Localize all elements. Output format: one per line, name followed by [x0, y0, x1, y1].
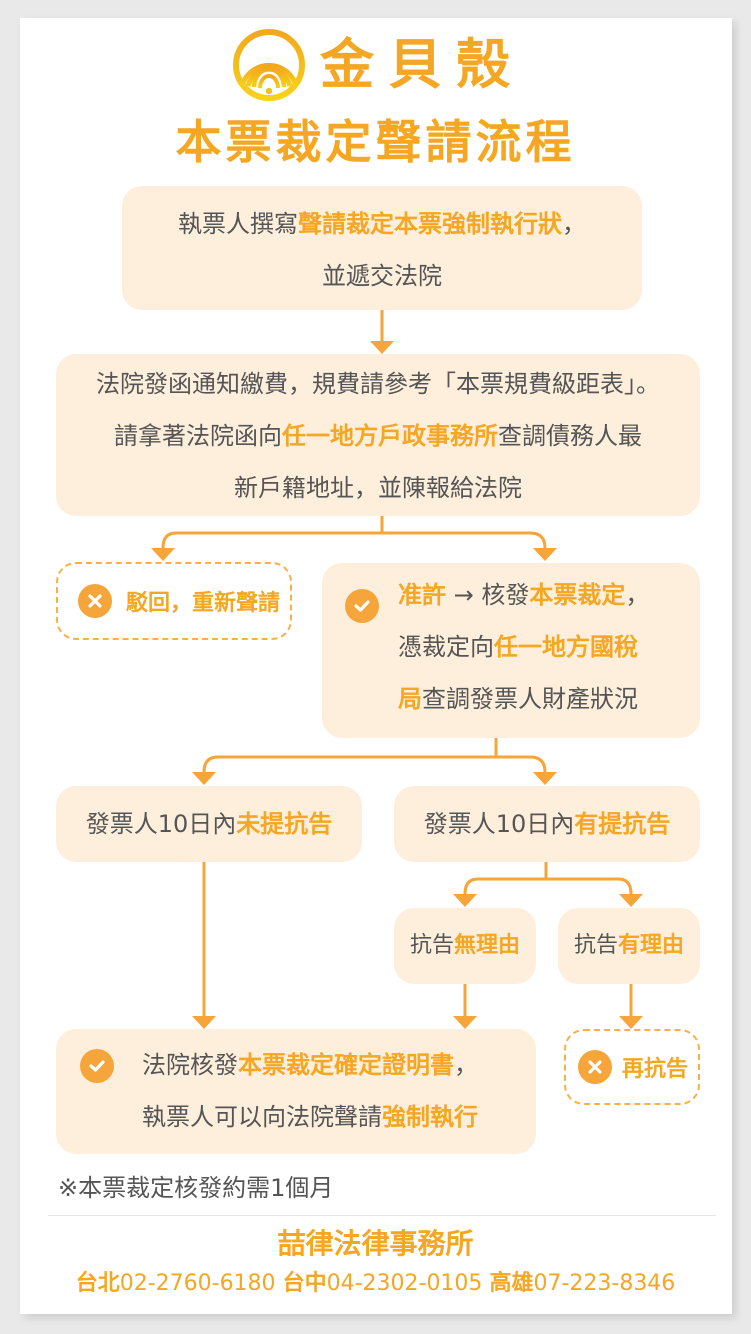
- final-comma: ，: [454, 1051, 478, 1079]
- no-appeal-text: 發票人10日內: [85, 810, 237, 838]
- contact-city: 台北: [75, 1271, 120, 1296]
- approved-line2-highlight: 任一地方國稅: [494, 633, 638, 661]
- brand-name: 金貝殼: [320, 33, 524, 96]
- appeal-highlight: 有提抗告: [574, 810, 671, 838]
- appeal-founded-text: 抗告: [573, 933, 618, 958]
- contact-kaohsiung: 高雄07-223-8346: [489, 1271, 675, 1296]
- contact-city: 高雄: [489, 1271, 534, 1296]
- appeal-unfounded-highlight: 無理由: [454, 933, 521, 958]
- shell-logo-icon: [233, 29, 305, 101]
- final-text: 法院核發: [142, 1051, 238, 1079]
- approved-comma: ，: [625, 581, 650, 609]
- contact-phone: 04-2302-0105: [326, 1271, 483, 1296]
- check-circle-icon: [80, 1049, 114, 1083]
- re-appeal-label: 再抗告: [622, 1057, 689, 1082]
- outcome-certificate: 法院核發本票裁定確定證明書， 執票人可以向法院聲請強制執行: [56, 1029, 536, 1154]
- outcome-re-appeal: 再抗告: [564, 1029, 700, 1105]
- step2-text-post: 查調債務人最: [498, 422, 642, 450]
- appeal-text: 發票人10日內: [423, 810, 575, 838]
- approved-text: → 核發: [446, 581, 530, 609]
- approved-highlight-2: 本票裁定: [529, 581, 626, 609]
- contact-list: 台北02-2760-6180 台中04-2302-0105 高雄07-223-8…: [0, 1266, 751, 1302]
- timing-note: ※本票裁定核發約需1個月: [58, 1174, 334, 1202]
- contact-phone: 02-2760-6180: [119, 1271, 276, 1296]
- contact-phone: 07-223-8346: [533, 1271, 676, 1296]
- approved-highlight: 准許: [398, 581, 446, 609]
- branch-appeal: 發票人10日內有提抗告: [394, 786, 700, 862]
- x-circle-icon: [78, 584, 112, 618]
- step1-text: 執票人撰寫: [178, 210, 298, 238]
- step2-text: 請拿著法院函向: [114, 422, 282, 450]
- no-appeal-highlight: 未提抗告: [236, 810, 333, 838]
- page-title: 本票裁定聲請流程: [175, 115, 576, 169]
- x-circle-icon: [578, 1050, 612, 1084]
- outcome-rejected: 駁回，重新聲請: [56, 562, 292, 640]
- step1-line2: 並遞交法院: [322, 262, 442, 290]
- firm-name: 喆律法律事務所: [277, 1227, 474, 1260]
- contact-city: 台中: [282, 1271, 327, 1296]
- appeal-founded-highlight: 有理由: [618, 933, 685, 958]
- approved-line3: 查調發票人財產狀況: [422, 685, 638, 713]
- step1-comma: ，: [562, 210, 586, 238]
- approved-line3-highlight: 局: [398, 685, 422, 713]
- divider: [48, 1215, 716, 1216]
- step-court-notice: 法院發函通知繳費，規費請參考「本票規費級距表」。 請拿著法院函向任一地方戶政事務…: [56, 354, 700, 516]
- appeal-founded: 抗告有理由: [558, 908, 700, 984]
- final-line2-highlight: 強制執行: [382, 1103, 478, 1131]
- step2-line1: 法院發函通知繳費，規費請參考「本票規費級距表」。: [96, 370, 660, 398]
- appeal-unfounded-text: 抗告: [409, 933, 454, 958]
- step-file-petition: 執票人撰寫聲請裁定本票強制執行狀， 並遞交法院: [122, 186, 642, 310]
- contact-taichung: 台中04-2302-0105: [283, 1271, 483, 1296]
- branch-no-appeal: 發票人10日內未提抗告: [56, 786, 362, 862]
- appeal-unfounded: 抗告無理由: [394, 908, 536, 984]
- step1-highlight: 聲請裁定本票強制執行狀: [298, 210, 562, 238]
- step2-highlight: 任一地方戶政事務所: [282, 422, 498, 450]
- check-circle-icon: [345, 589, 379, 623]
- final-highlight: 本票裁定確定證明書: [238, 1051, 454, 1079]
- rejected-label: 駁回，重新聲請: [126, 591, 281, 616]
- outcome-approved: 准許 → 核發本票裁定， 憑裁定向任一地方國稅 局查調發票人財產狀況: [322, 563, 700, 738]
- approved-line2: 憑裁定向: [398, 633, 494, 661]
- final-line2: 執票人可以向法院聲請: [142, 1103, 382, 1131]
- step2-line3: 新戶籍地址，並陳報給法院: [234, 474, 522, 502]
- contact-taipei: 台北02-2760-6180: [76, 1271, 276, 1296]
